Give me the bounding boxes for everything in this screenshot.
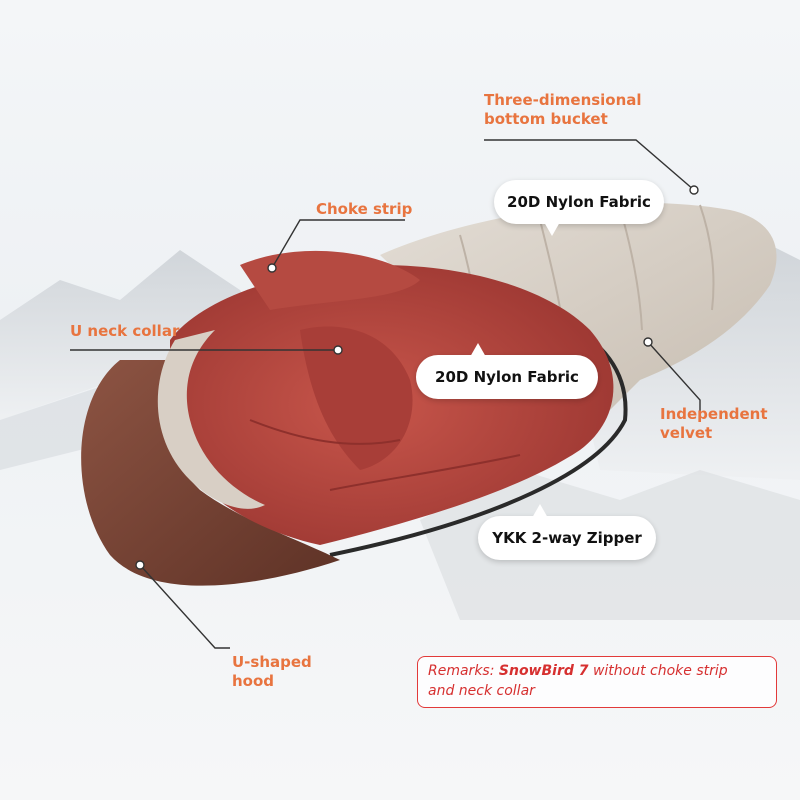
outer-fabric-text: 20D Nylon Fabric <box>507 193 651 211</box>
remarks-line2: and neck collar <box>428 683 535 699</box>
bottom-bucket-line2: bottom bucket <box>484 110 608 128</box>
bottom-bucket-line1: Three-dimensional <box>484 91 642 109</box>
choke-strip-label: Choke strip <box>316 200 413 218</box>
u-neck-collar-label: U neck collar <box>70 322 180 340</box>
independent-velvet-line1: Independent <box>660 405 768 423</box>
callout-lines <box>70 139 701 649</box>
hood <box>81 360 340 586</box>
u-shaped-hood-line2: hood <box>232 672 275 690</box>
inner-lining <box>170 250 614 545</box>
zipper-text: YKK 2-way Zipper <box>492 529 642 547</box>
u-shaped-hood-line1: U-shaped <box>232 653 312 671</box>
remarks-box: Remarks: SnowBird 7 without choke strip … <box>417 656 777 708</box>
remarks-model: SnowBird 7 <box>498 663 589 679</box>
bottom-bucket-label: Three-dimensional bottom bucket <box>484 91 642 129</box>
callout-dots <box>135 185 699 570</box>
u-shaped-hood-label: U-shaped hood <box>232 653 312 691</box>
remarks-prefix: Remarks: <box>428 663 499 679</box>
hood-rim <box>157 330 265 509</box>
independent-velvet-line2: velvet <box>660 424 713 442</box>
independent-velvet-label: Independent velvet <box>660 405 768 443</box>
remarks-line1-rest: without choke strip <box>588 663 728 679</box>
outer-fabric-bubble: 20D Nylon Fabric <box>494 180 664 236</box>
inner-fabric-text: 20D Nylon Fabric <box>435 368 579 386</box>
remarks-line1: Remarks: SnowBird 7 without choke strip <box>428 661 766 681</box>
inner-fabric-bubble: 20D Nylon Fabric <box>416 343 598 399</box>
zipper-bubble: YKK 2-way Zipper <box>478 504 656 560</box>
